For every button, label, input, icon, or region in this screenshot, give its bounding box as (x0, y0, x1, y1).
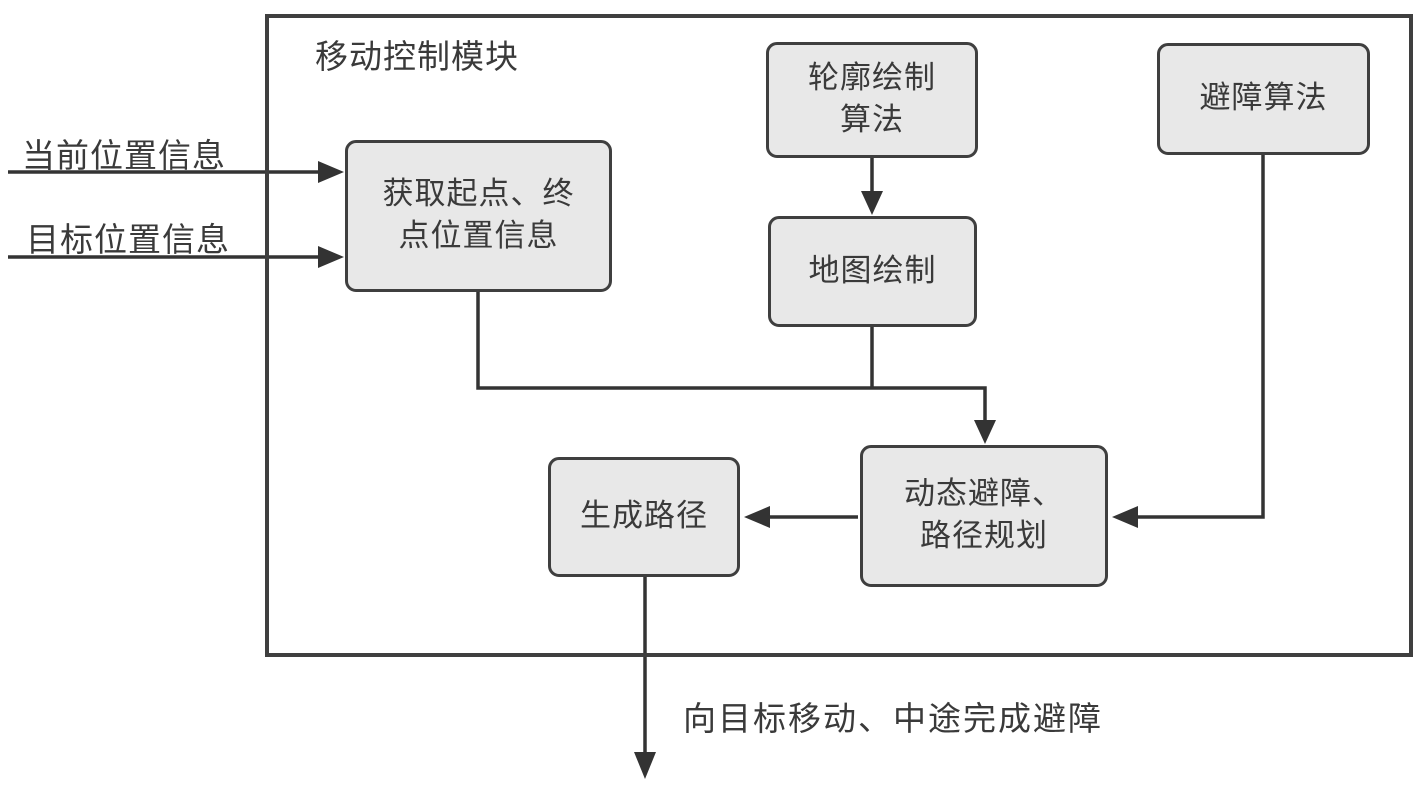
arrow-contour-to-map (861, 158, 883, 215)
node-contour-drawing-algorithm: 轮廓绘制 算法 (766, 42, 978, 158)
node-dynamic-avoidance-path-planning: 动态避障、 路径规划 (860, 445, 1108, 587)
arrow-generate-to-output (634, 577, 656, 779)
arrow-obstacle-to-dynamic (1112, 155, 1265, 528)
node-get-start-end-position: 获取起点、终 点位置信息 (345, 140, 612, 292)
input-label-target-position: 目标位置信息 (26, 220, 230, 259)
node-generate-path: 生成路径 (548, 457, 740, 577)
output-caption: 向目标移动、中途完成避障 (683, 699, 1103, 738)
arrow-dynamic-to-generate (744, 506, 858, 528)
module-title: 移动控制模块 (315, 37, 519, 76)
arrow-getposition-map-to-dynamic (476, 290, 996, 444)
input-label-current-position: 当前位置信息 (22, 136, 226, 175)
node-obstacle-avoidance-algorithm: 避障算法 (1157, 43, 1370, 155)
node-map-drawing: 地图绘制 (768, 216, 977, 327)
module-container: 移动控制模块 (265, 14, 1413, 657)
